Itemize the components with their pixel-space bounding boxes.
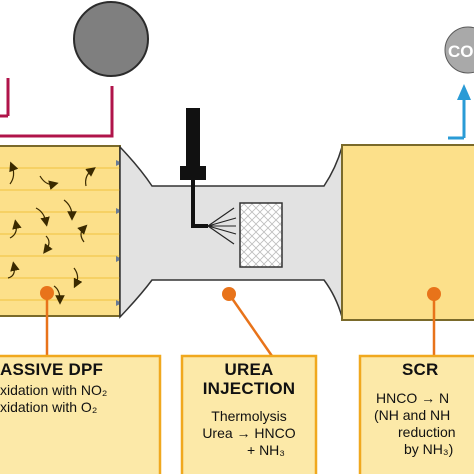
mixer-grid xyxy=(239,202,283,268)
urea-injector-icon xyxy=(180,108,208,228)
spray-cone xyxy=(207,207,237,245)
urea-callout-dot xyxy=(222,287,236,301)
dpf-callout-dot xyxy=(40,286,54,300)
outlet-arrow-icon xyxy=(448,84,471,140)
dpf-info: ASSIVE DPF xidation with NO₂ xidation wi… xyxy=(0,360,160,416)
urea-info-box xyxy=(180,354,318,474)
flow-arrow-icon xyxy=(39,175,59,190)
flow-arrow-icon xyxy=(9,161,19,185)
urea-info: UREA INJECTION Thermolysis Urea → HNCO +… xyxy=(182,360,316,459)
flow-arrow-icon xyxy=(63,199,77,221)
dpf-title: ASSIVE DPF xyxy=(0,360,104,379)
flow-arrow-icon xyxy=(9,219,22,239)
flow-arrow-icon xyxy=(35,207,50,227)
scr-info: SCR HNCO → N (NH and NH reduction by NH₃… xyxy=(360,360,474,458)
urea-line: Urea → HNCO xyxy=(202,425,296,441)
flow-arrow-icon xyxy=(77,224,88,243)
urea-line: + NH₃ xyxy=(247,442,285,458)
sensor-icon xyxy=(73,1,149,77)
flow-arrow-icon xyxy=(53,285,65,305)
scr-info-box xyxy=(358,354,474,474)
urea-title-line: INJECTION xyxy=(202,379,296,398)
scr-title: SCR xyxy=(402,360,439,379)
scr-callout-dot xyxy=(427,287,441,301)
flow-arrow-icon xyxy=(73,267,83,289)
callout-dots xyxy=(40,286,441,301)
co-bubble-icon: CO xyxy=(444,26,474,74)
dpf-side-clips xyxy=(116,160,122,306)
dpf-filter-block xyxy=(0,145,121,317)
urea-line: Thermolysis xyxy=(211,408,287,424)
scr-line: by NH₃) xyxy=(404,441,454,457)
inlet-pipe xyxy=(0,78,114,138)
flow-arrow-icon xyxy=(85,167,96,187)
callout-connectors xyxy=(45,293,436,357)
dpf-line: xidation with O₂ xyxy=(0,399,98,415)
flow-arrows xyxy=(7,161,96,305)
urea-title-line: UREA xyxy=(224,360,274,379)
flow-arrow-icon xyxy=(43,235,53,254)
dpf-channel-lines xyxy=(0,167,120,301)
dpf-info-box xyxy=(0,354,162,474)
scr-line: (NH and NH xyxy=(374,407,451,423)
flow-arrow-icon xyxy=(7,261,20,279)
co-bubble-label: CO xyxy=(448,42,474,61)
scr-catalyst-block xyxy=(341,144,474,321)
dpf-line: xidation with NO₂ xyxy=(0,382,108,398)
scr-line: HNCO → N xyxy=(376,390,450,406)
scr-line: reduction xyxy=(398,424,456,440)
